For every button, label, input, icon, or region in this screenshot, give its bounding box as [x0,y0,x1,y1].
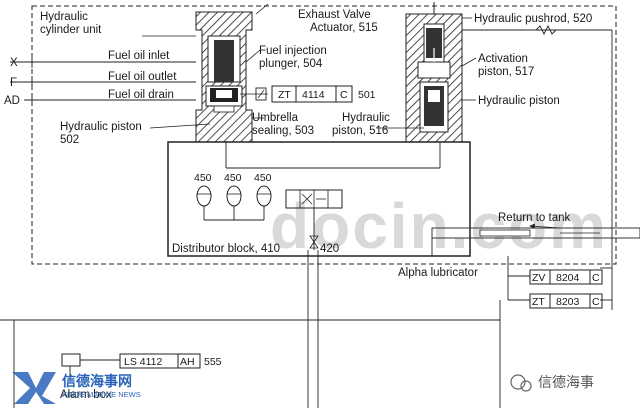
exhaust-valve-actuator [405,2,463,143]
logo-mark-icon [12,372,56,404]
label-return-to-tank: Return to tank [498,212,570,224]
svg-text:LS 4112: LS 4112 [124,356,162,368]
wechat-name: 信德海事 [538,375,594,391]
label-accumulator-2: 450 [224,172,242,184]
label-hydraulic-piston-left-1: Hydraulic piston [60,121,142,133]
label-alpha-lubricator: Alpha lubricator [398,267,478,279]
wechat-icon [510,374,526,390]
label-fuel-injection-2: plunger, 504 [259,58,323,70]
distributor-block [167,141,471,257]
label-valve-420: 420 [320,243,339,255]
logo-en: XINDE MARINE NEWS [62,390,141,399]
label-activation-piston-1: Activation [478,53,528,65]
label-hydraulic-piston-left-2: 502 [60,134,79,146]
port-lines [10,56,196,106]
return-pipe [431,227,640,256]
logo-cn: 信德海事网 [62,373,132,390]
label-hydraulic-piston-right: Hydraulic piston [478,95,560,107]
svg-text:ZT: ZT [278,89,291,101]
svg-text:4114: 4114 [302,89,325,101]
label-distributor-block: Distributor block, 410 [172,243,280,255]
label-activation-piston-2: piston, 517 [478,66,534,78]
port-f: F [10,77,17,89]
leader-lines [142,3,561,230]
accumulators [196,185,272,221]
activation-piston-517 [426,28,442,58]
hydraulic-cylinder-unit [195,11,253,143]
label-hydraulic-piston-516-1: Hydraulic [342,112,390,124]
label-accumulator-3: 450 [254,172,272,184]
alarm-box-symbol [61,353,81,367]
wechat-badge: 信德海事 [510,374,594,392]
label-hydraulic-piston-516-2: piston, 516 [332,125,388,137]
label-fuel-oil-drain: Fuel oil drain [108,89,174,101]
label-fuel-oil-outlet: Fuel oil outlet [108,71,177,83]
label-hydraulic-cylinder-unit-2: cylinder unit [40,24,102,36]
svg-text:ZT: ZT [532,296,545,308]
label-hydraulic-cylinder-unit-1: Hydraulic [40,11,88,23]
label-exhaust-valve-1: Exhaust Valve [298,9,371,21]
svg-text:AH: AH [180,356,195,368]
brand-logo: 信德海事网 XINDE MARINE NEWS [12,372,141,404]
unit-boundary [31,5,617,265]
svg-text:C: C [592,296,600,308]
label-accumulator-1: 450 [194,172,212,184]
port-ad: AD [4,95,20,107]
svg-text:8204: 8204 [556,272,580,284]
svg-text:555: 555 [204,356,222,368]
instrument-ls4112: LS 4112 AH 555 [61,353,222,380]
label-fuel-injection-1: Fuel injection [259,45,327,57]
instrument-zv8204: ZV 8204 C [529,269,603,285]
port-x: X [10,57,18,69]
svg-text:C: C [340,89,348,101]
label-umbrella-sealing-1: Umbrella [252,112,299,124]
lubricator-lines [462,24,613,310]
watermark: docin.com [270,190,608,262]
label-exhaust-valve-2: Actuator, 515 [310,22,378,34]
umbrella-seal [213,105,235,113]
instrument-zt8203: ZT 8203 C [529,293,603,309]
instrument-zt4114: ZT 4114 C 501 [271,85,376,103]
svg-text:501: 501 [358,89,376,101]
label-fuel-oil-inlet: Fuel oil inlet [108,50,170,62]
label-umbrella-sealing-2: sealing, 503 [252,125,314,137]
control-valve [285,189,343,250]
label-hydraulic-pushrod: Hydraulic pushrod, 520 [474,13,592,25]
svg-text:ZV: ZV [532,272,545,284]
label-alarm-box: Alarm box [60,389,112,401]
fuel-injection-plunger [214,40,234,82]
svg-text:C: C [592,272,600,284]
svg-text:8203: 8203 [556,296,580,308]
